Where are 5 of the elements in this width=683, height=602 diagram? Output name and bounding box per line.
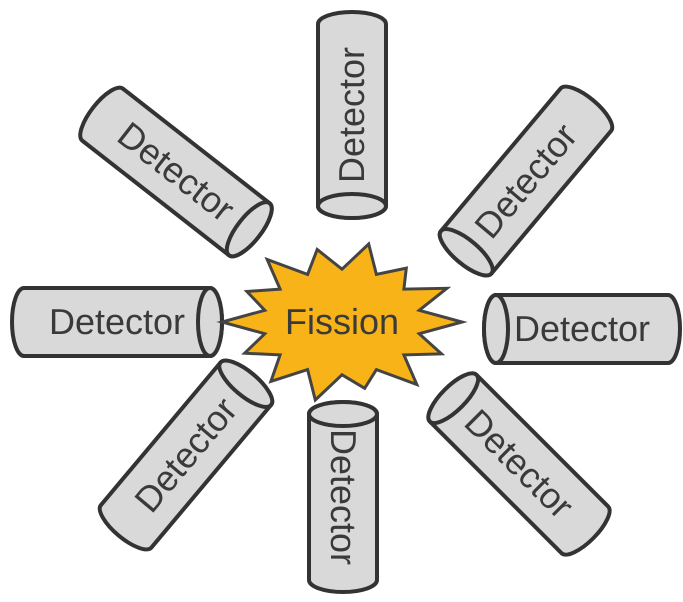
fission-label: Fission [284,304,400,340]
detector-label: Detector [325,428,361,566]
detector-label: Detector [514,311,650,347]
detector-label: Detector [334,46,370,184]
detector-label: Detector [48,304,186,340]
